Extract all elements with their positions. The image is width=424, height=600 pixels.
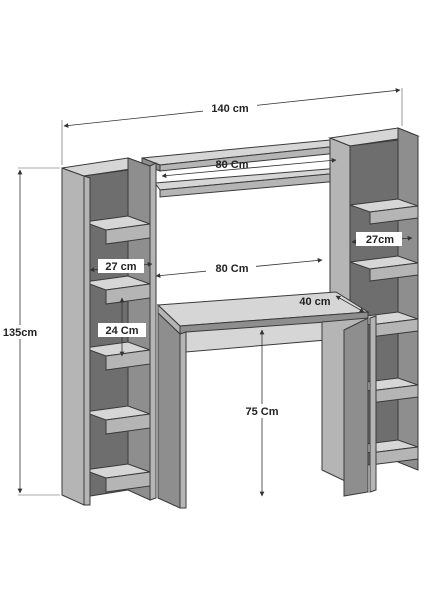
dim-total-height: 135cm [0, 167, 60, 496]
dim-top-shelf-width: 80 Cm [161, 158, 337, 178]
desk-depth-label: 40 cm [299, 296, 330, 308]
desk-height-label: 75 Cm [245, 406, 278, 418]
dim-total-width: 140 cm [61, 88, 403, 165]
dim-shelf-spacing: 24 Cm [98, 297, 146, 357]
top-shelf-width-label: 80 Cm [215, 159, 248, 171]
right-unit-width-label: 27cm [366, 234, 394, 246]
total-width-label: 140 cm [211, 103, 249, 115]
dim-left-unit-width: 27 cm [89, 259, 153, 273]
dim-right-unit-width: 27cm [351, 232, 413, 246]
desk-span-label: 80 Cm [215, 263, 248, 275]
dim-desk-height: 75 Cm [238, 329, 286, 497]
bridge-lower-shelf [154, 167, 351, 198]
dim-desk-depth: 40 cm [299, 295, 365, 313]
desk [156, 291, 370, 509]
dim-desk-span: 80 Cm [155, 258, 323, 278]
total-height-label: 135cm [3, 327, 37, 339]
shelf-spacing-label: 24 Cm [105, 325, 138, 337]
left-unit-width-label: 27 cm [105, 261, 136, 273]
